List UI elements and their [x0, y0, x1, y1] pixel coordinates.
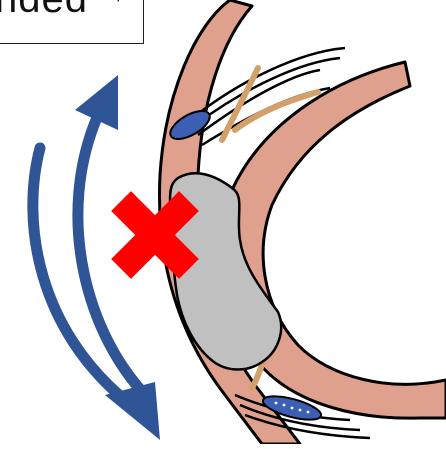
- label-text: nded: [0, 0, 88, 22]
- label-box: nded +: [0, 0, 144, 44]
- label-superscript: +: [113, 0, 124, 8]
